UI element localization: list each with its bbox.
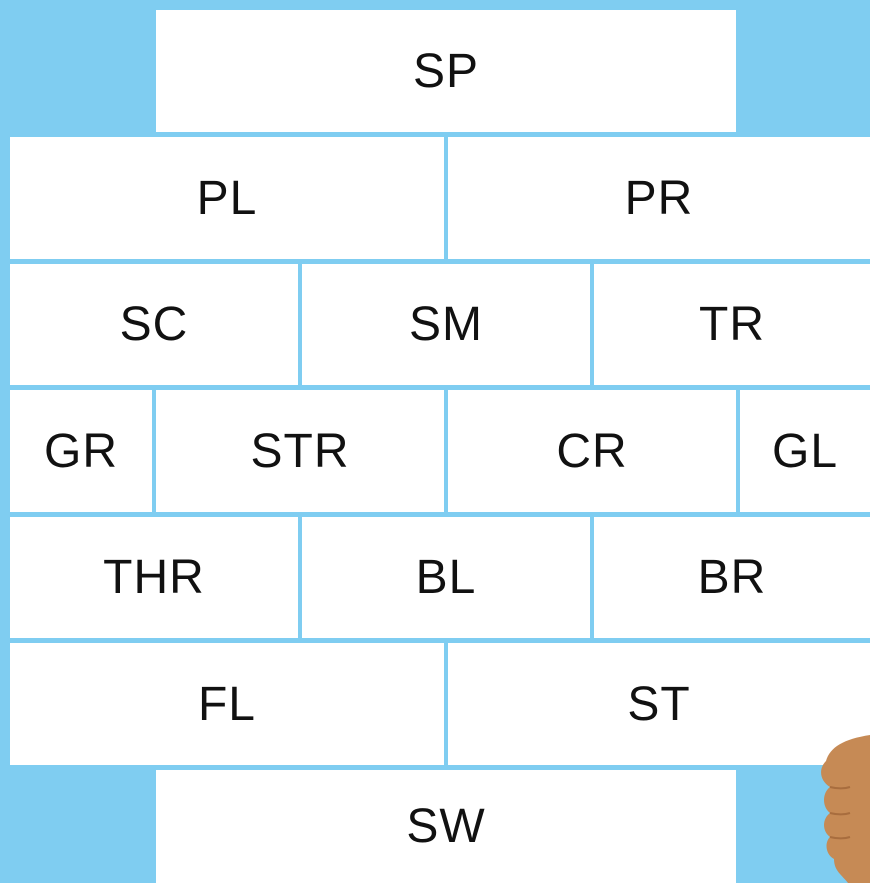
brick-br[interactable]: BR xyxy=(594,517,870,638)
brick-label: BR xyxy=(698,550,767,605)
brick-fl[interactable]: FL xyxy=(10,643,444,765)
brick-label: STR xyxy=(251,424,350,479)
brick-label: GL xyxy=(772,424,838,479)
brick-label: SW xyxy=(406,799,485,854)
brick-cr[interactable]: CR xyxy=(448,390,736,512)
brick-pl[interactable]: PL xyxy=(10,137,444,259)
brick-str[interactable]: STR xyxy=(156,390,444,512)
brick-label: PR xyxy=(625,171,694,226)
brick-gl[interactable]: GL xyxy=(740,390,870,512)
brick-label: BL xyxy=(416,550,477,605)
brick-label: CR xyxy=(556,424,627,479)
brick-thr[interactable]: THR xyxy=(10,517,298,638)
brick-sw[interactable]: SW xyxy=(156,770,736,883)
brick-pr[interactable]: PR xyxy=(448,137,870,259)
brick-sc[interactable]: SC xyxy=(10,264,298,385)
brick-label: SP xyxy=(413,44,479,99)
brick-sm[interactable]: SM xyxy=(302,264,590,385)
brick-label: FL xyxy=(198,677,256,732)
brick-label: ST xyxy=(627,677,690,732)
hand-icon xyxy=(812,735,870,883)
brick-label: THR xyxy=(103,550,205,605)
brick-gr[interactable]: GR xyxy=(10,390,152,512)
brick-bl[interactable]: BL xyxy=(302,517,590,638)
brick-tr[interactable]: TR xyxy=(594,264,870,385)
brick-st[interactable]: ST xyxy=(448,643,870,765)
brick-label: SM xyxy=(409,297,483,352)
brick-label: GR xyxy=(44,424,118,479)
brick-label: PL xyxy=(197,171,258,226)
brick-sp[interactable]: SP xyxy=(156,10,736,132)
brick-label: SC xyxy=(120,297,189,352)
brick-label: TR xyxy=(699,297,765,352)
